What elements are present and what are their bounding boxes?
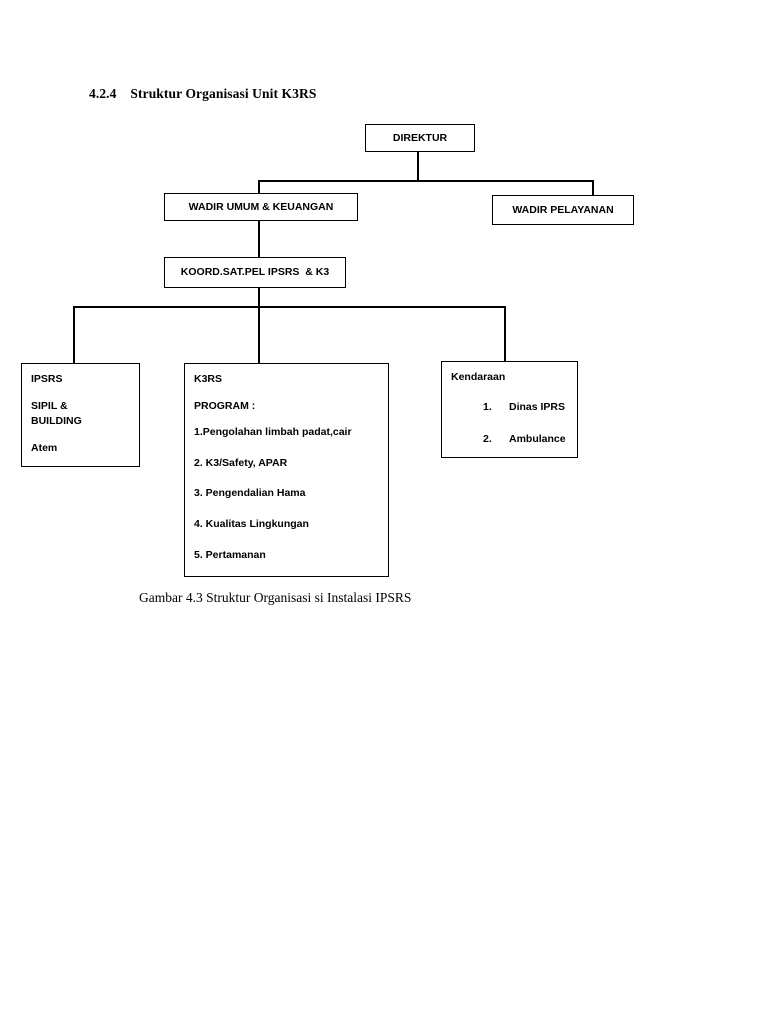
node-k3rs-title: K3RS — [194, 373, 223, 385]
list-item: 2. Ambulance — [483, 433, 577, 446]
section-heading: 4.2.4 Struktur Organisasi Unit K3RS — [89, 86, 317, 101]
node-wadir-umum-keuangan[interactable]: WADIR UMUM & KEUANGAN — [164, 193, 358, 221]
connector-to-wadir-pelayanan — [592, 180, 594, 196]
node-koord-satpel[interactable]: KOORD.SAT.PEL IPSRS & K3 — [164, 257, 346, 288]
connector-level3-bus — [73, 306, 506, 308]
list-item-label: Dinas IPRS — [509, 400, 566, 413]
node-ipsrs-line-1: SIPIL & — [31, 399, 68, 412]
connector-koord-stem — [258, 287, 260, 365]
list-item: 1. Dinas IPRS — [483, 401, 577, 414]
node-direktur[interactable]: DIREKTUR — [365, 124, 475, 152]
list-item-label: Ambulance — [509, 433, 566, 446]
node-ipsrs-title: IPSRS — [31, 373, 63, 385]
connector-direktur-stem — [417, 151, 419, 182]
program-item: 3. Pengendalian Hama — [194, 487, 306, 500]
node-kendaraan[interactable]: Kendaraan 1. Dinas IPRS 2. Ambulance — [441, 361, 578, 458]
node-kendaraan-title: Kendaraan — [451, 371, 506, 383]
node-k3rs-program-list: 1.Pengolahan limbah padat,cair 2. K3/Saf… — [194, 426, 388, 561]
list-item-number: 1. — [483, 400, 492, 413]
program-item: 1.Pengolahan limbah padat,cair — [194, 426, 352, 439]
connector-to-wadir-umum — [258, 180, 260, 194]
connector-level1-bus — [258, 180, 593, 182]
connector-to-ipsrs — [73, 306, 75, 364]
node-kendaraan-item-list: 1. Dinas IPRS 2. Ambulance — [451, 401, 577, 446]
program-item: 5. Pertamanan — [194, 548, 266, 561]
node-ipsrs-line-3: Atem — [31, 441, 58, 454]
list-item-number: 2. — [483, 433, 492, 446]
node-k3rs-subtitle: PROGRAM : — [194, 399, 256, 412]
node-k3rs[interactable]: K3RS PROGRAM : 1.Pengolahan limbah padat… — [184, 363, 389, 577]
node-ipsrs[interactable]: IPSRS SIPIL & BUILDING Atem — [21, 363, 140, 467]
connector-to-kendaraan — [504, 306, 506, 362]
figure-caption: Gambar 4.3 Struktur Organisasi si Instal… — [139, 590, 412, 605]
connector-wadir-umum-to-koord — [258, 220, 260, 258]
node-wadir-pelayanan[interactable]: WADIR PELAYANAN — [492, 195, 634, 225]
program-item: 2. K3/Safety, APAR — [194, 456, 288, 469]
node-ipsrs-line-2: BUILDING — [31, 415, 82, 428]
program-item: 4. Kualitas Lingkungan — [194, 517, 309, 530]
